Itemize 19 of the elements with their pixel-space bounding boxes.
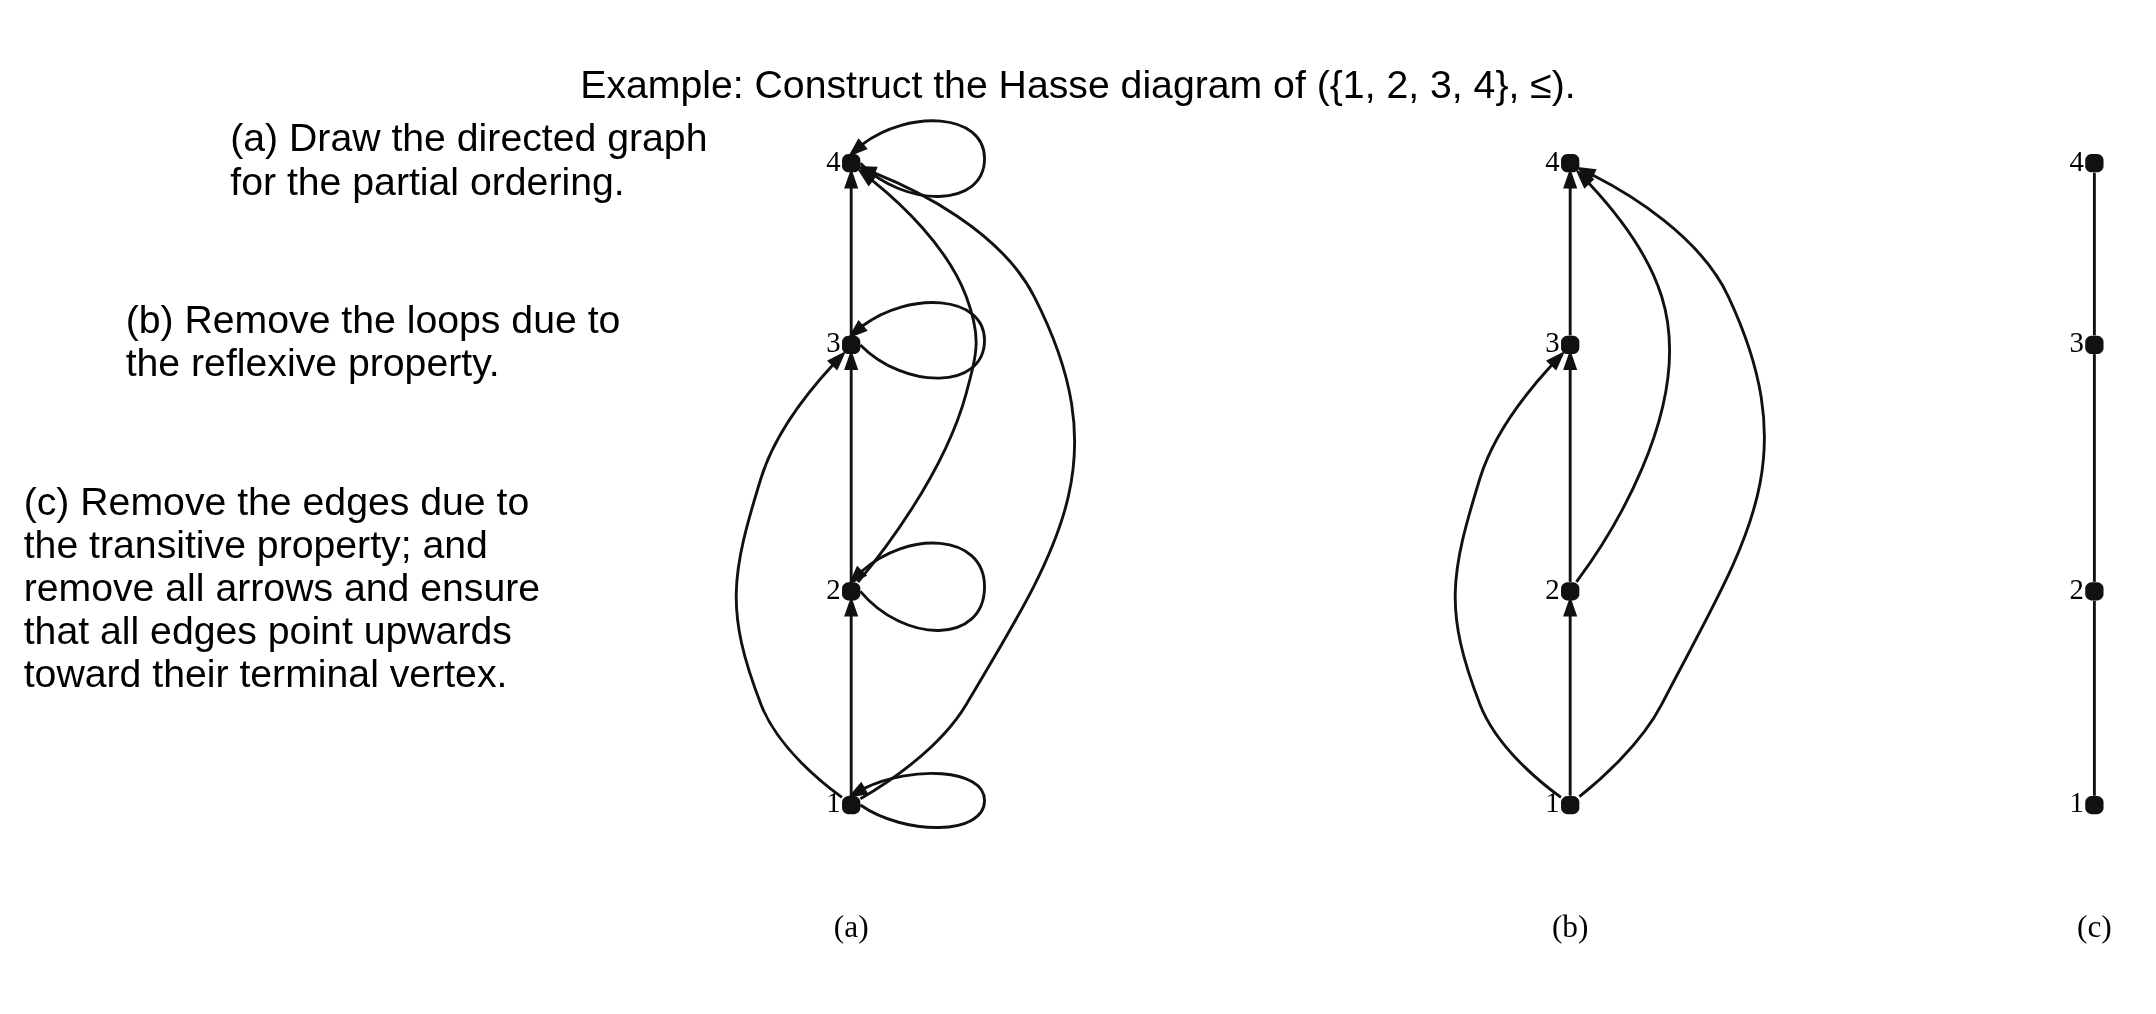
node-label: 1 (2069, 786, 2084, 819)
label: (a) (833, 909, 869, 945)
node-label: 3 (826, 326, 841, 359)
node-label: 2 (2069, 572, 2084, 605)
node-label: 3 (1545, 326, 1560, 359)
node-label: 1 (1545, 786, 1560, 819)
label: (a) Draw the directed graph for the partial ordering. (230, 116, 708, 203)
node-label: 4 (826, 144, 841, 177)
node-label: 3 (2069, 326, 2084, 359)
label: (b) Remove the loops due to the reflexive property. (125, 298, 621, 385)
node-label: 4 (2069, 144, 2084, 177)
label: (c) Remove the edges due to the transitive property; and remove all arrows and ensure that all edges point upwards toward their terminal vertex. (23, 479, 541, 696)
node-label: 4 (1545, 144, 1560, 177)
node-label: 1 (826, 786, 841, 819)
label: (c) (2076, 909, 2112, 945)
node-label: 2 (826, 572, 841, 605)
label: (b) (1551, 909, 1589, 945)
diagram-title: Example: Construct the Hasse diagram of ({1, 2, 3, 4}, ≤). (580, 62, 1576, 106)
node-label: 2 (1545, 572, 1560, 605)
